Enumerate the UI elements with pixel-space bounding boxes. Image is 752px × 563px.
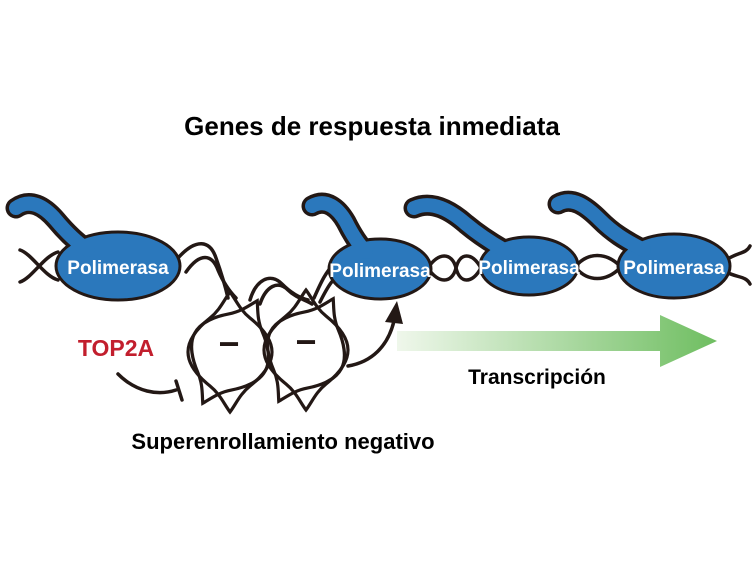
dna-segment <box>18 250 60 284</box>
polymerase-label: Polimerasa <box>67 258 169 279</box>
polymerase-1: Polimerasa <box>5 193 182 302</box>
top2a-inhibition-arrow-icon <box>116 372 184 402</box>
activation-arrow-curve <box>346 319 396 368</box>
polymerase-tail-fill <box>551 194 651 257</box>
dna-segment <box>574 253 622 268</box>
polymerase-tail-fill <box>305 196 373 259</box>
inhibition-arrow-bar <box>174 379 184 402</box>
polymerase-label: Polimerasa <box>623 258 725 279</box>
dna-segment <box>426 254 483 282</box>
dna-segment <box>258 283 314 306</box>
polymerase-label: Polimerasa <box>329 261 431 282</box>
inhibition-arrow-curve <box>116 372 178 395</box>
polymerase-3: Polimerasa <box>403 194 580 297</box>
polymerase-label: Polimerasa <box>478 258 580 279</box>
activation-arrowhead <box>385 301 403 324</box>
supercoil-loops: − − <box>165 278 371 424</box>
transcription-label: Transcripción <box>468 366 606 389</box>
polymerase-tail-fill <box>407 198 511 257</box>
polymerase-body <box>327 237 433 301</box>
negative-supercoil-symbol: − <box>218 323 239 364</box>
negative-supercoil-symbol: − <box>295 321 316 362</box>
figure-title: Genes de respuesta inmediata <box>184 111 560 141</box>
top2a-label: TOP2A <box>78 335 154 361</box>
transcription-arrow-icon <box>397 315 717 367</box>
polymerase-tail-fill <box>9 196 95 257</box>
supercoil-caption: Superenrollamiento negativo <box>131 429 434 454</box>
dna-segment <box>574 266 622 281</box>
activation-arrow-icon <box>346 301 403 368</box>
polymerase-4: Polimerasa <box>547 190 732 300</box>
polymerase-2: Polimerasa <box>301 192 433 301</box>
